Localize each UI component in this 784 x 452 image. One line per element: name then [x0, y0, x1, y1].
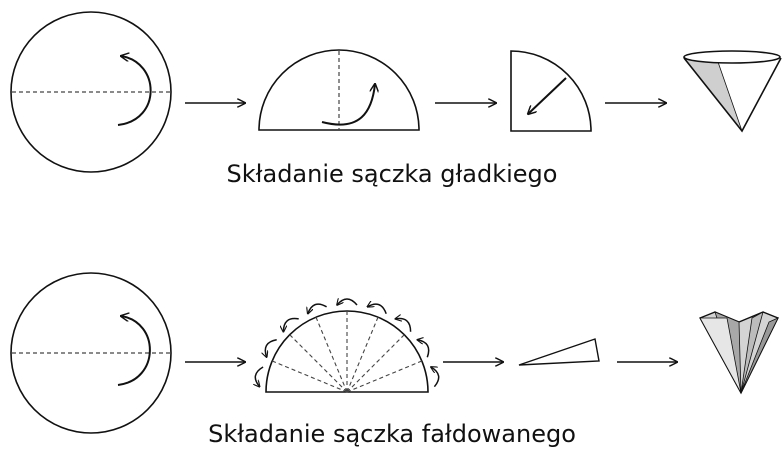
pleat-curved-arrow: [308, 303, 327, 314]
pleat-fold-line: [346, 334, 405, 393]
step1-full-circle: [10, 11, 172, 173]
step2-half-circle: [258, 49, 420, 131]
pleat-curved-arrow: [283, 317, 299, 332]
pleat-curved-arrow: [367, 304, 387, 314]
pleat-fold-line: [289, 334, 348, 393]
step1-full-circle: [10, 272, 172, 434]
pleat-curved-arrow: [417, 340, 430, 358]
step3-wedge: [518, 338, 600, 366]
caption-smooth-filter: Składanie sączka gładkiego: [226, 160, 558, 188]
caption-pleated-filter: Składanie sączka fałdowanego: [208, 420, 576, 448]
fold-curved-arrow: [117, 316, 151, 386]
pleat-curved-arrow: [337, 299, 358, 305]
step3-quarter-circle: [510, 50, 592, 132]
pleat-curved-arrow: [431, 367, 440, 388]
pleat-curved-arrow: [395, 319, 412, 332]
pleat-curved-arrow: [255, 366, 264, 387]
step4-pleated-cone: [699, 311, 779, 395]
step2-pleated-half-circle: [255, 299, 440, 393]
fold-curved-arrow: [117, 56, 152, 126]
step4-cone: [683, 50, 782, 133]
pleat-curved-arrow: [265, 339, 277, 357]
fold-curved-arrow: [321, 84, 375, 126]
